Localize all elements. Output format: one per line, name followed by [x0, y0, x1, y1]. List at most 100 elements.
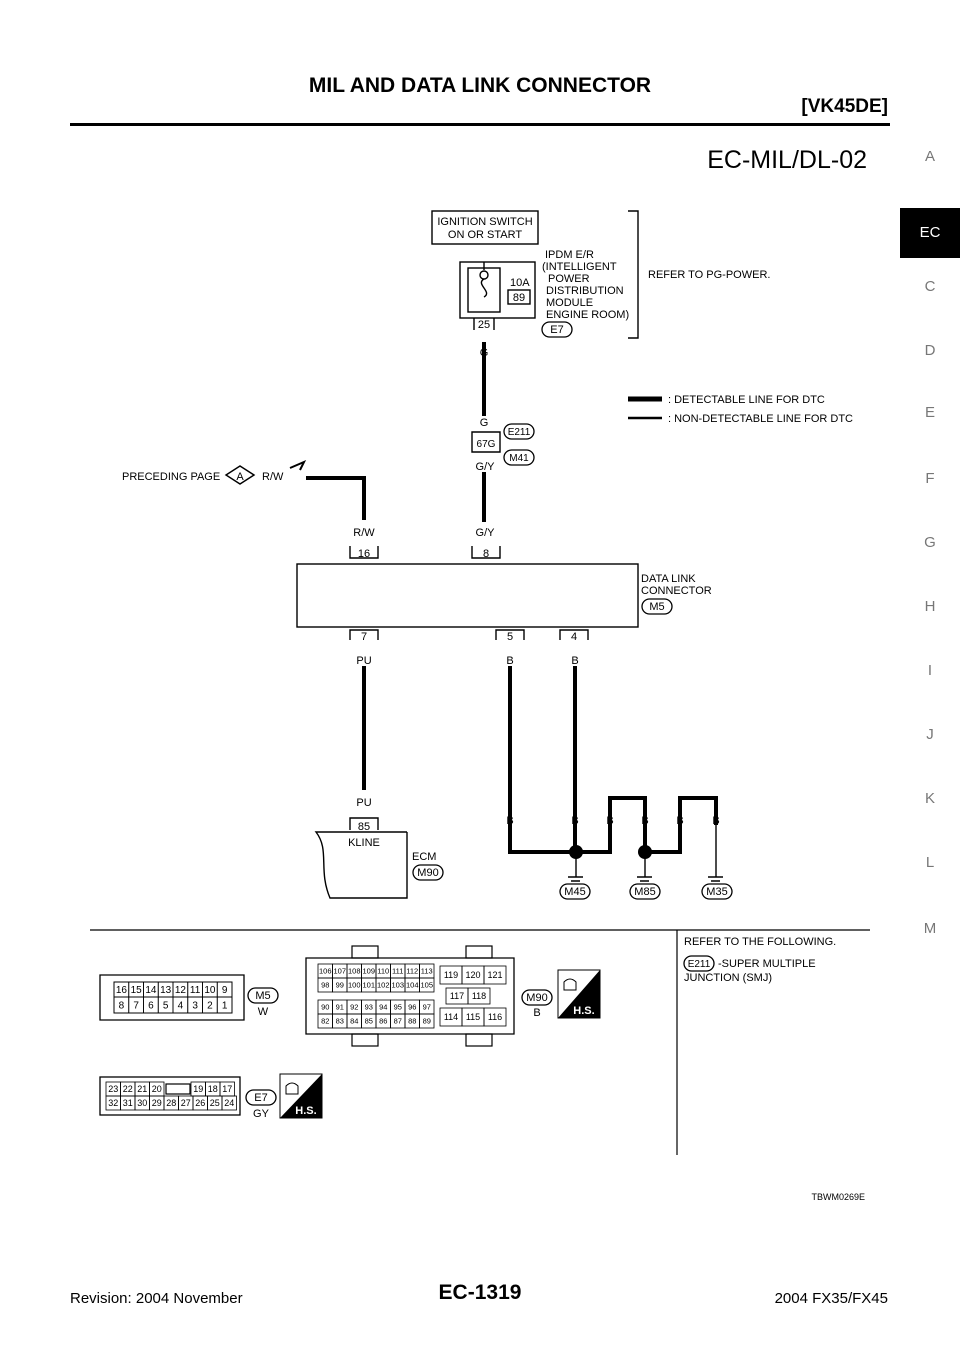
fuse-rating: 10A [510, 277, 530, 289]
m90-row3-pin: 91 [336, 1003, 344, 1012]
e7-row2-pin: 24 [224, 1098, 234, 1108]
m90-row3-pin: 93 [365, 1003, 373, 1012]
ground-wire-b4: B [641, 815, 648, 827]
wire-ground-b [508, 666, 718, 854]
m90-connector-id: M90 [526, 992, 547, 1004]
section-index-h[interactable]: H [924, 598, 936, 615]
ground-m45: M45 [564, 886, 585, 898]
fuse-terminal-top [479, 270, 489, 280]
m90-row1-pin: 107 [333, 967, 346, 976]
m90-side3-pin: 116 [488, 1012, 502, 1022]
e7-connector-oval [245, 1089, 277, 1106]
m5-row1-pin: 12 [175, 985, 187, 996]
ground-m85: M85 [634, 886, 655, 898]
m90-row4-pin: 84 [350, 1017, 358, 1026]
e7-row1-pin: 20 [152, 1084, 162, 1094]
ipdm-label-2: (INTELLIGENT [542, 261, 617, 273]
m90-row4-pin: 86 [379, 1017, 387, 1026]
preceding-page-label: PRECEDING PAGE [122, 471, 220, 483]
e7-row2-pin: 32 [108, 1098, 118, 1108]
splice-m85 [638, 845, 652, 859]
m90-row2-pin: 103 [391, 981, 404, 990]
m90-row1-pin: 110 [377, 967, 389, 976]
joint-connector-e211-oval [503, 423, 535, 440]
m90-row1-pin: 113 [421, 967, 433, 976]
m90-row3-pin: 92 [350, 1003, 358, 1012]
hs-label-m90: H.S. [573, 1005, 594, 1017]
dlc-label-1: DATA LINK [641, 573, 696, 585]
section-index-k[interactable]: K [924, 790, 935, 807]
section-index-g[interactable]: G [924, 534, 936, 551]
legend-non-detectable: : NON-DETECTABLE LINE FOR DTC [668, 413, 853, 425]
hs-label-e7: H.S. [295, 1105, 316, 1117]
ipdm-label-1: IPDM E/R [545, 249, 594, 261]
section-index-e[interactable]: E [924, 404, 935, 421]
m90-side1-pin: 121 [487, 970, 502, 980]
joint-connector-b: M41 [509, 453, 529, 464]
refer-line-3: JUNCTION (SMJ) [684, 972, 772, 984]
ground-wire-b1: B [506, 815, 513, 827]
dlc-label-2: CONNECTOR [641, 585, 712, 597]
e7-row2-pin: 28 [166, 1098, 176, 1108]
wire-rw-left-label: R/W [262, 471, 284, 483]
section-index-l[interactable]: L [925, 854, 935, 871]
dlc-terminal-7-bracket [349, 629, 379, 640]
section-index-ec[interactable]: EC [900, 208, 960, 258]
refer-heading: REFER TO THE FOLLOWING. [684, 936, 836, 948]
ecm-terminal: 85 [358, 821, 370, 833]
e7-connector-id: E7 [254, 1092, 267, 1104]
ignition-label-2: ON OR START [448, 229, 522, 241]
m90-row2-pin: 101 [362, 981, 375, 990]
fuse-number: 89 [513, 292, 525, 304]
hs-badge-e7: H.S. [279, 1073, 323, 1119]
section-index-f[interactable]: F [925, 470, 935, 487]
page-title: MIL AND DATA LINK CONNECTOR [308, 74, 652, 97]
dlc-connector: M5 [649, 601, 664, 613]
m90-side2-cell [467, 987, 491, 1005]
e7-row2-pin: 30 [137, 1098, 147, 1108]
m90-row1-pin: 106 [319, 967, 332, 976]
ignition-label-1: IGNITION SWITCH [437, 216, 532, 228]
m5-connector-id: M5 [255, 990, 270, 1002]
section-index-d[interactable]: D [924, 342, 936, 359]
section-index-j[interactable]: J [926, 726, 934, 743]
m90-row4-cell [419, 1013, 435, 1029]
dlc-terminal-16: 16 [358, 548, 370, 560]
ecm-box [314, 831, 408, 899]
m5-row2-pin: 4 [178, 1001, 184, 1012]
ecm-pin-name: KLINE [348, 837, 380, 849]
m90-row2-pin: 99 [336, 981, 344, 990]
section-index-i[interactable]: I [927, 662, 933, 679]
ecm-connector: M90 [417, 867, 438, 879]
ground-wire-b6: B [712, 815, 719, 827]
m90-side1-pin: 120 [465, 970, 480, 980]
m5-row2-pin: 8 [119, 1001, 125, 1012]
m5-row2-cell [216, 996, 233, 1014]
e7-connector-color: GY [253, 1108, 270, 1120]
preceding-page-marker-letter: A [236, 471, 244, 483]
dlc-terminal-4: 4 [571, 631, 577, 643]
section-index-a[interactable]: A [924, 148, 935, 165]
refer-line-2: -SUPER MULTIPLE [718, 958, 816, 970]
e7-row2-pin: 25 [210, 1098, 220, 1108]
m5-connector-color: W [258, 1006, 269, 1018]
dlc-terminal-7: 7 [361, 631, 367, 643]
section-index-m[interactable]: M [923, 920, 937, 937]
e7-row1-pin: 21 [137, 1084, 147, 1094]
wire-rw [306, 476, 366, 520]
e7-row2-pin: 27 [181, 1098, 191, 1108]
m5-row1-pin: 15 [131, 985, 143, 996]
m5-row1-pin: 13 [160, 985, 172, 996]
page-number: EC-1319 [438, 1281, 522, 1304]
m5-row2-pin: 5 [163, 1001, 169, 1012]
ground-wire-b3: B [606, 815, 613, 827]
section-index-c[interactable]: C [924, 278, 936, 295]
m90-row4-pin: 85 [365, 1017, 373, 1026]
m90-row4-pin: 87 [394, 1017, 402, 1026]
m5-row1-pin: 10 [204, 985, 216, 996]
e7-row1b-pin: 19 [193, 1084, 203, 1094]
m90-connector-oval [521, 989, 553, 1006]
